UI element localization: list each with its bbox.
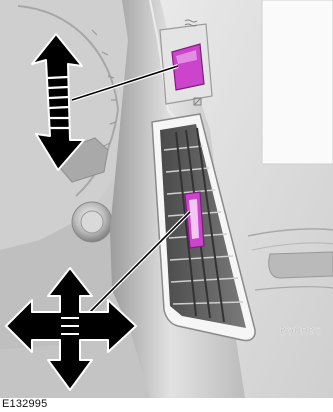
figure-id: E132995 — [2, 398, 47, 411]
display-screen — [262, 0, 333, 164]
start-button-center — [81, 211, 103, 233]
embossed-badge: BOURBO — [280, 326, 323, 336]
caption-strip — [0, 398, 333, 412]
glovebox-handle — [269, 252, 333, 278]
